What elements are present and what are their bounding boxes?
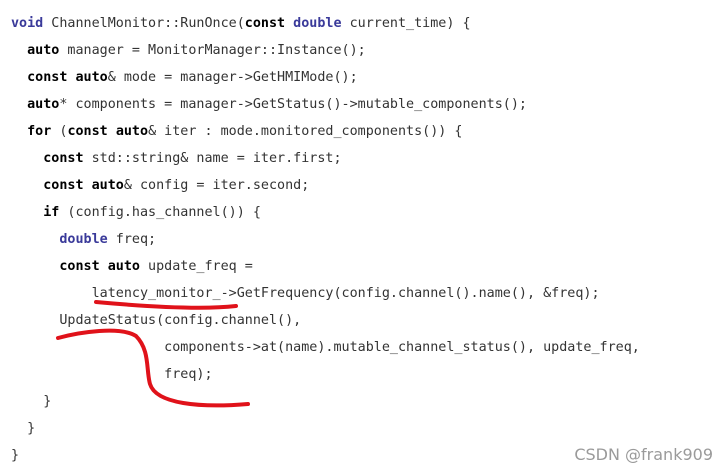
code-line: const auto& mode = manager->GetHMIMode()…	[11, 64, 640, 91]
code-line: components->at(name).mutable_channel_sta…	[11, 334, 640, 361]
code-text	[67, 70, 75, 85]
code-keyword: if	[43, 205, 60, 220]
code-line: const auto update_freq =	[11, 253, 640, 280]
code-line: const auto& config = iter.second;	[11, 172, 640, 199]
code-keyword: auto	[27, 97, 60, 112]
code-line: UpdateStatus(config.channel(),	[11, 307, 640, 334]
code-keyword: const	[43, 151, 84, 166]
code-keyword: auto	[115, 124, 149, 139]
code-text: }	[11, 394, 52, 409]
code-text: UpdateStatus(config.channel(),	[11, 313, 302, 328]
code-line: auto manager = MonitorManager::Instance(…	[11, 37, 640, 64]
code-snippet: void ChannelMonitor::RunOnce(const doubl…	[11, 10, 640, 469]
code-text	[285, 16, 293, 31]
code-text: }	[11, 421, 36, 436]
code-text	[11, 259, 59, 274]
code-keyword: const	[59, 259, 100, 274]
code-text: ChannelMonitor::RunOnce(	[43, 16, 245, 31]
code-text	[11, 205, 43, 220]
code-text	[100, 259, 108, 274]
code-line: }	[11, 388, 640, 415]
code-text: (config.has_channel()) {	[59, 205, 261, 220]
code-keyword: const	[244, 16, 286, 31]
code-line: freq);	[11, 361, 640, 388]
code-text	[108, 124, 116, 139]
code-text: }	[11, 448, 20, 463]
code-text	[84, 178, 92, 193]
code-text: latency_monitor_->GetFrequency(config.ch…	[11, 286, 600, 301]
code-keyword: const	[67, 124, 108, 139]
code-text: * components = manager->GetStatus()->mut…	[59, 97, 527, 112]
code-text	[11, 43, 27, 58]
code-text: manager = MonitorManager::Instance();	[59, 43, 366, 58]
code-line: for (const auto& iter : mode.monitored_c…	[11, 118, 640, 145]
code-keyword: auto	[107, 259, 140, 274]
code-text: freq;	[107, 232, 157, 247]
code-text: std::string& name = iter.first;	[83, 151, 342, 166]
code-text: components->at(name).mutable_channel_sta…	[11, 340, 640, 355]
code-text: & config = iter.second;	[123, 178, 310, 193]
code-text: & mode = manager->GetHMIMode();	[107, 70, 358, 85]
code-text: (	[51, 124, 68, 139]
code-keyword: double	[59, 232, 108, 247]
code-line: double freq;	[11, 226, 640, 253]
code-line: const std::string& name = iter.first;	[11, 145, 640, 172]
code-text	[11, 232, 59, 247]
code-text: freq);	[11, 367, 213, 382]
code-line: latency_monitor_->GetFrequency(config.ch…	[11, 280, 640, 307]
code-line: auto* components = manager->GetStatus()-…	[11, 91, 640, 118]
code-keyword: for	[27, 124, 52, 139]
code-text	[11, 124, 27, 139]
code-text	[11, 151, 43, 166]
code-text: update_freq =	[140, 259, 253, 274]
code-keyword: void	[11, 16, 44, 31]
code-line: if (config.has_channel()) {	[11, 199, 640, 226]
code-text	[11, 70, 27, 85]
code-keyword: auto	[91, 178, 124, 193]
code-text	[11, 178, 43, 193]
code-line: }	[11, 442, 640, 469]
code-line: void ChannelMonitor::RunOnce(const doubl…	[11, 10, 640, 37]
code-text	[11, 97, 27, 112]
code-line: }	[11, 415, 640, 442]
code-text: current_time) {	[341, 16, 471, 31]
watermark: CSDN @frank909	[574, 445, 713, 464]
code-keyword: const	[27, 70, 68, 85]
code-text: & iter : mode.monitored_components()) {	[148, 124, 463, 139]
code-keyword: double	[293, 16, 342, 31]
code-keyword: auto	[75, 70, 108, 85]
code-keyword: auto	[27, 43, 60, 58]
code-keyword: const	[43, 178, 84, 193]
